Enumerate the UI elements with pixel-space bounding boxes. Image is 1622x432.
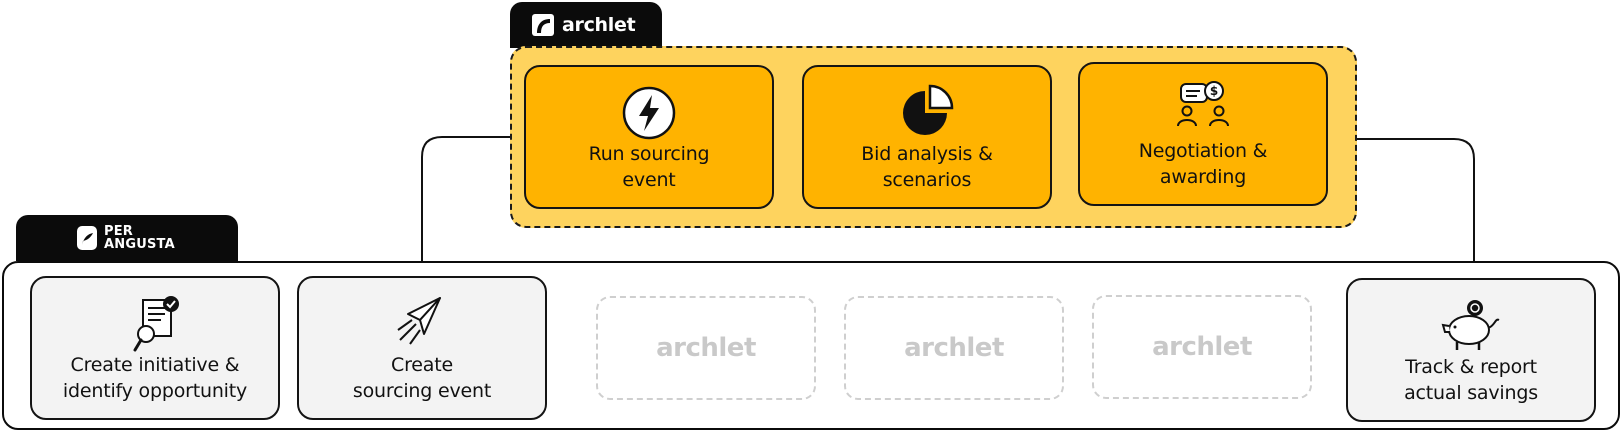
archlet-wordmark: archlet xyxy=(562,14,636,36)
per-angusta-tab: PER ANGUSTA xyxy=(16,215,238,261)
brand-line-1: PER xyxy=(104,224,134,239)
step-label: Track & report actual savings xyxy=(1404,356,1538,404)
per-angusta-wordmark: PER ANGUSTA xyxy=(104,225,175,251)
placeholder-label: archlet xyxy=(656,333,756,363)
step-label: Create sourcing event xyxy=(352,354,492,402)
placeholder-label: archlet xyxy=(904,333,1004,363)
connector-archlet-to-track xyxy=(1357,138,1475,277)
archlet-placeholder-2: archlet xyxy=(844,296,1064,400)
step-label: Negotiation & awarding xyxy=(1138,140,1268,188)
lightning-icon xyxy=(621,85,677,146)
connector-archlet-to-create-event xyxy=(421,136,510,277)
document-search-icon xyxy=(125,294,185,359)
archlet-step-run-sourcing-event[interactable]: Run sourcing event xyxy=(524,65,774,209)
piggy-bank-icon xyxy=(1439,298,1503,359)
step-label: Create initiative & identify opportunity xyxy=(62,354,248,402)
archlet-step-negotiation-awarding[interactable]: $ Negotiation & awarding xyxy=(1078,62,1328,206)
archlet-placeholder-1: archlet xyxy=(596,296,816,400)
archlet-step-bid-analysis[interactable]: Bid analysis & scenarios xyxy=(802,65,1052,209)
negotiation-icon: $ xyxy=(1173,80,1233,135)
archlet-tab: archlet xyxy=(510,2,662,48)
step-create-initiative[interactable]: Create initiative & identify opportunity xyxy=(30,276,280,420)
step-label: Run sourcing event xyxy=(588,143,710,191)
pie-chart-icon xyxy=(899,81,955,142)
brand-line-2: ANGUSTA xyxy=(104,237,175,252)
placeholder-label: archlet xyxy=(1152,332,1252,362)
archlet-logo-icon xyxy=(532,14,554,36)
paper-plane-icon xyxy=(392,294,452,355)
svg-text:$: $ xyxy=(1210,84,1218,98)
step-label: Bid analysis & scenarios xyxy=(861,143,993,191)
archlet-placeholder-3: archlet xyxy=(1092,295,1312,399)
per-angusta-logo-icon xyxy=(76,225,98,251)
step-track-report-savings[interactable]: Track & report actual savings xyxy=(1346,278,1596,422)
step-create-sourcing-event[interactable]: Create sourcing event xyxy=(297,276,547,420)
